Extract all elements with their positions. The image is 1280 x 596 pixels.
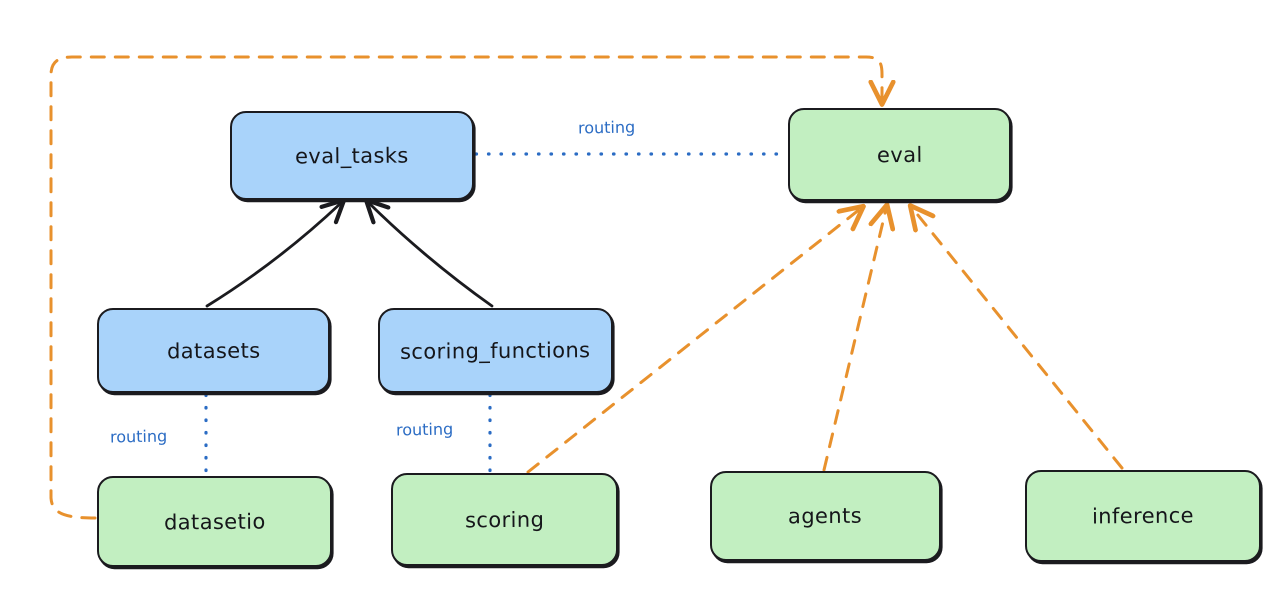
- edge-inference-to-eval: [913, 209, 1124, 470]
- node-datasets-label: datasets: [166, 338, 261, 363]
- node-inference-label: inference: [1091, 503, 1195, 529]
- edge-label-routing-datasets-datasetio: routing: [109, 426, 168, 447]
- node-agents-label: agents: [788, 503, 863, 529]
- node-eval-tasks-label: eval_tasks: [295, 143, 409, 168]
- node-scoring[interactable]: scoring: [391, 473, 618, 566]
- edge-label-routing-eval-tasks-eval: routing: [577, 117, 636, 138]
- edge-label-routing-scoring-functions-scoring: routing: [395, 419, 454, 440]
- edge-scoring-to-eval: [526, 209, 860, 474]
- edge-datasets-to-eval-tasks: [205, 198, 347, 308]
- node-agents[interactable]: agents: [710, 471, 941, 561]
- node-scoring-label: scoring: [464, 507, 545, 532]
- node-eval-label: eval: [876, 142, 923, 167]
- node-inference[interactable]: inference: [1025, 470, 1261, 562]
- node-datasetio[interactable]: datasetio: [97, 476, 332, 567]
- node-scoring-functions-label: scoring_functions: [400, 337, 591, 364]
- node-eval-tasks[interactable]: eval_tasks: [230, 111, 474, 200]
- edge-datasetio-to-eval: [49, 55, 882, 520]
- node-eval[interactable]: eval: [788, 108, 1011, 201]
- edge-scoring-functions-to-eval-tasks: [363, 197, 494, 308]
- edge-agents-to-eval: [822, 209, 886, 472]
- node-scoring-functions[interactable]: scoring_functions: [378, 308, 613, 393]
- node-datasets[interactable]: datasets: [97, 308, 330, 393]
- node-datasetio-label: datasetio: [163, 509, 266, 534]
